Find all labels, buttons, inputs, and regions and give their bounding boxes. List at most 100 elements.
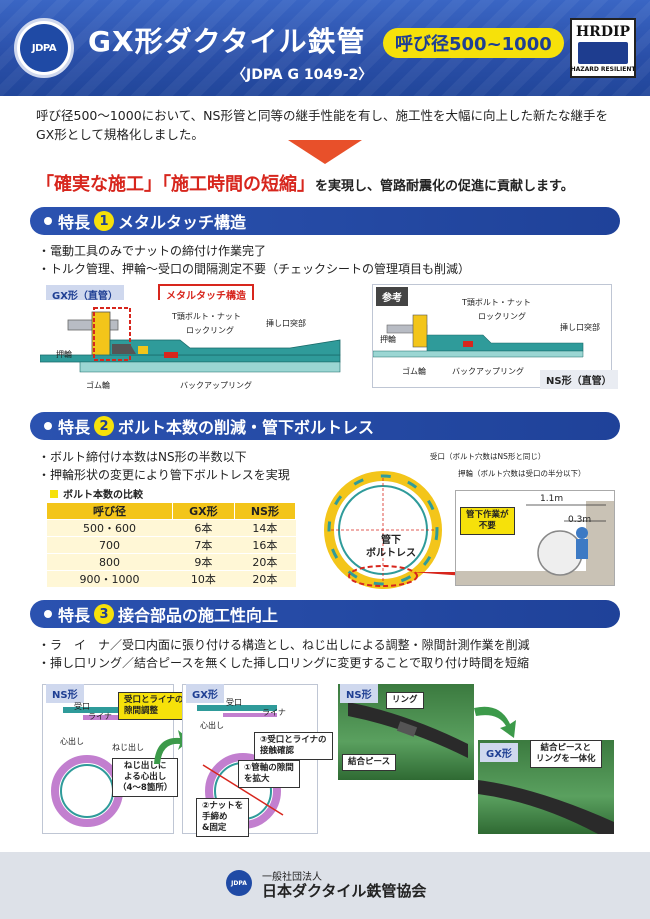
intro-line-2: GX形として規格化しました。	[36, 127, 204, 142]
feature2-number: 2	[94, 416, 115, 436]
feature2-heading: 特長 2 ボルト本数の削減・管下ボルトレス	[30, 412, 620, 440]
photo-piece-label: 結合ピース	[342, 754, 397, 771]
gx-straight-tag: GX形（直管）	[46, 285, 124, 304]
feature2-bullet-1: ・ボルト締付け本数はNS形の半数以下	[38, 450, 247, 464]
gx-ring-photo-illustration	[478, 780, 614, 834]
table-row: 800 9本 20本	[46, 553, 296, 571]
table-cell: 800	[46, 553, 173, 571]
ns-label-push-ring: 押輪	[380, 335, 396, 344]
ns-label-rubber: ゴム輪	[402, 367, 426, 376]
photo-integrated-label: 結合ピースと リングを一体化	[530, 740, 602, 768]
bullet-dot-icon	[44, 217, 52, 225]
jdpa-logo: JDPA	[14, 18, 74, 78]
feature3-bullets: ・ラ イ ナ／受口内面に張り付ける構造とし、ねじ出しによる調整・隙間計測作業を削…	[38, 636, 530, 672]
tagline-time: 「施工時間の短縮」	[162, 174, 315, 195]
table-header-row: 呼び径 GX形 NS形	[46, 502, 297, 520]
table-header: GX形	[171, 502, 235, 520]
bullet-dot-icon	[44, 422, 52, 430]
ns-liner-tag: NS形	[46, 684, 84, 703]
ns-label-lock-ring: ロックリング	[478, 312, 526, 321]
table-cell: 900・1000	[46, 570, 173, 588]
gx-step2-line2: 手締め	[202, 812, 228, 822]
photo-ns-tag: NS形	[340, 684, 378, 703]
feature2-bullet-2: ・押輪形状の変更により管下ボルトレスを実現	[38, 468, 290, 482]
table-cell: 9本	[172, 553, 235, 571]
trench-dim-1: 1.1m	[540, 494, 564, 504]
feature3-bullet-1: ・ラ イ ナ／受口内面に張り付ける構造とし、ねじ出しによる調整・隙間計測作業を削…	[38, 638, 530, 652]
ns-center-label: 心出し	[60, 737, 84, 746]
intro-text: 呼び径500～1000において、NS形管と同等の継手性能を有し、施工性を大幅に向…	[36, 106, 626, 144]
table-cell: 500・600	[46, 519, 173, 537]
boltless-label-line1: 管下	[381, 535, 401, 546]
ns-gap-line1: 受口とライナの	[124, 695, 184, 705]
footer-jdpa-logo: JDPA	[226, 870, 252, 896]
photo-integrated-line2: リングを一体化	[536, 754, 596, 764]
header-banner: JDPA GX形ダクタイル鉄管 呼び径500~1000 〈JDPA G 1049…	[0, 0, 650, 96]
gx-label-rubber: ゴム輪	[86, 381, 110, 390]
boltless-label-line2: ボルトレス	[366, 548, 416, 559]
ns-joint-diagram	[372, 314, 584, 358]
table-cell: 6本	[172, 519, 235, 537]
table-row: 700 7本 16本	[46, 536, 296, 554]
feature2-bullets: ・ボルト締付け本数はNS形の半数以下 ・押輪形状の変更により管下ボルトレスを実現	[38, 448, 290, 484]
ns-ring-photo-illustration	[348, 702, 468, 758]
reference-tag: 参考	[376, 287, 408, 306]
ns-screw-line1: ねじ出しに	[123, 761, 167, 771]
square-bullet-icon	[50, 489, 58, 498]
gx-liner-tag: GX形	[186, 684, 224, 703]
tagline-rest: を実現し、管路耐震化の促進に貢献します。	[315, 179, 574, 194]
footer-org-type: 一般社団法人	[262, 872, 322, 883]
table-cell: 16本	[234, 536, 296, 554]
ns-label-t-bolt: T頭ボルト・ナット	[462, 298, 531, 307]
hrdip-logo: HRDIP HAZARD RESILIENT	[570, 18, 636, 78]
ns-screw-line2: よる心出し	[124, 772, 167, 782]
bolt-table-title-text: ボルト本数の比較	[63, 490, 143, 501]
ring-label-push: 押輪（ボルト穴数は受口の半分以下）	[458, 469, 586, 478]
boltless-label: 管下 ボルトレス	[366, 534, 416, 560]
feature2-label: 特長	[58, 418, 91, 437]
jdpa-logo-text: JDPA	[20, 24, 68, 72]
table-header: NS形	[233, 502, 297, 520]
feature1-number: 1	[94, 211, 115, 231]
ns-straight-tag: NS形（直管）	[540, 370, 618, 389]
no-under-work-callout: 管下作業が 不要	[460, 507, 515, 535]
trench-dim-2: 0.3m	[568, 515, 592, 525]
hrdip-title: HRDIP	[575, 23, 631, 40]
feature3-number: 3	[94, 604, 115, 624]
hrdip-glyph-icon	[578, 41, 628, 64]
ns-liner-label: ライナ	[88, 712, 112, 721]
table-cell: 700	[46, 536, 173, 554]
table-cell: 7本	[172, 536, 235, 554]
gx-step2-callout: ②ナットを 手締め &固定	[196, 798, 250, 837]
feature1-heading: 特長 1 メタルタッチ構造	[30, 207, 620, 235]
ns-label-spigot: 挿し口突部	[560, 323, 600, 332]
gx-joint-diagram	[40, 300, 360, 395]
feature1-bullet-1: ・電動工具のみでナットの締付け作業完了	[38, 244, 267, 258]
table-cell: 20本	[234, 553, 296, 571]
feature1-label: 特長	[58, 213, 91, 232]
page-title: GX形ダクタイル鉄管	[88, 25, 366, 58]
hrdip-subtitle: HAZARD RESILIENT	[570, 65, 636, 73]
gx-label-t-bolt: T頭ボルト・ナット	[172, 312, 241, 321]
table-cell: 14本	[234, 519, 296, 537]
gx-step1-line1: ①管軸の隙間	[244, 763, 294, 773]
ns-screw-line3: （4～8箇所）	[118, 783, 173, 793]
ring-label-socket: 受口（ボルト穴数はNS形と同じ）	[430, 452, 546, 461]
feature3-heading: 特長 3 接合部品の施工性向上	[30, 600, 620, 628]
gx-step3-line1: ③受口とライナの	[260, 735, 327, 745]
size-badge: 呼び径500~1000	[383, 28, 564, 58]
bolt-table-title: ボルト本数の比較	[50, 486, 143, 501]
gx-liner-label: ライナ	[262, 708, 286, 717]
gx-step1-line2: を拡大	[244, 774, 270, 784]
boltless-ring-diagram	[324, 471, 442, 589]
gx-socket-label: 受口	[226, 698, 242, 707]
trench-diagram	[455, 490, 615, 586]
feature3-label: 特長	[58, 606, 91, 625]
gx-step3-line2: 接触確認	[260, 746, 295, 756]
tagline-reliable: 「確実な施工」	[36, 174, 162, 195]
gx-step1-callout: ①管軸の隙間 を拡大	[238, 760, 300, 788]
bullet-dot-icon	[44, 610, 52, 618]
gx-step2-line1: ②ナットを	[202, 801, 244, 811]
photo-gx-tag: GX形	[480, 743, 518, 762]
table-row: 900・1000 10本 20本	[46, 570, 296, 588]
